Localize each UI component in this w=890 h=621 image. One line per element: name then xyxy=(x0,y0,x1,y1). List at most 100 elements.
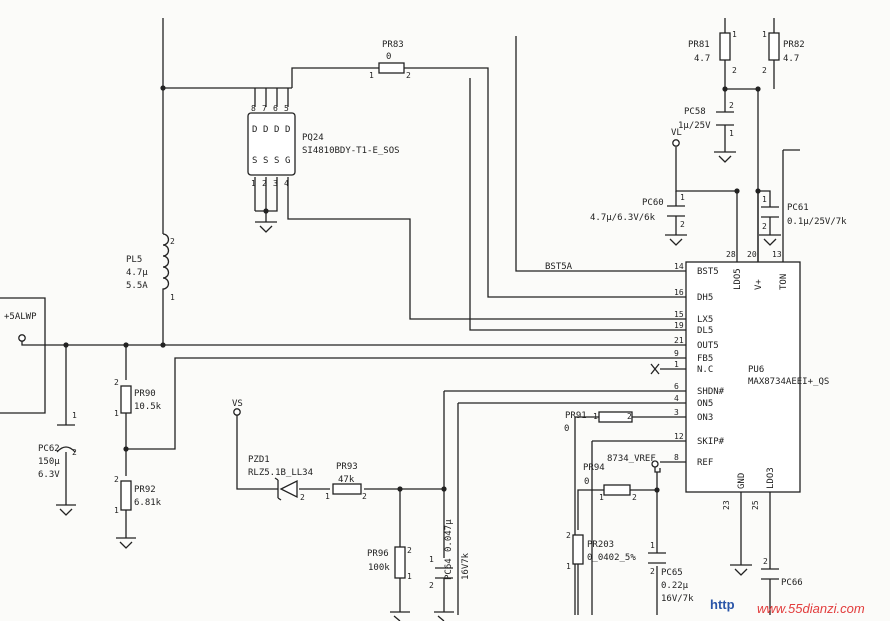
pq24-part: SI4810BDY-T1-E_SOS xyxy=(302,146,400,156)
pr91-value: 0 xyxy=(564,424,569,434)
pc65-pin1: 1 xyxy=(650,541,655,550)
resistor-pr94: PR94 0 1 2 xyxy=(583,463,637,502)
pq24-pin-4: 4 xyxy=(284,179,289,188)
pzd1-ref: PZD1 xyxy=(248,455,270,465)
pq24-s3: S xyxy=(274,156,279,166)
pr91-pin2: 2 xyxy=(627,412,632,421)
pc61-value: 0.1μ/25V/7k xyxy=(787,217,847,227)
pr90-pin2: 2 xyxy=(114,378,119,387)
capacitor-pc61: PC61 0.1μ/25V/7k 1 2 xyxy=(759,195,847,246)
ic-bottom-pin-25-number: 25 xyxy=(751,500,760,510)
ic-pin-8-name: REF xyxy=(697,458,713,468)
pc62-value2: 6.3V xyxy=(38,470,60,480)
ic-top-pin-28-name: LDO5 xyxy=(733,268,743,290)
capacitor-pc64: 1 2 PC64 0.047μ 16V7k xyxy=(429,519,471,621)
pc58-pin1: 1 xyxy=(729,129,734,138)
pr82-ref: PR82 xyxy=(783,40,805,50)
pc64-pin2: 2 xyxy=(429,581,434,590)
pr96-value: 100k xyxy=(368,563,390,573)
pq24-pin-3: 3 xyxy=(273,179,278,188)
wires xyxy=(0,18,800,615)
pc62-ref: PC62 xyxy=(38,444,60,454)
ic-pin-9-name: FB5 xyxy=(697,354,713,364)
pc60-value: 4.7μ/6.3V/6k xyxy=(590,213,656,223)
pq24-d3: D xyxy=(274,125,279,135)
pq24-d2: D xyxy=(263,125,268,135)
pr93-value: 47k xyxy=(338,475,355,485)
pc58-ref: PC58 xyxy=(684,107,706,117)
watermark-prefix: http xyxy=(710,597,735,612)
ic-top-pin-20-name: V+ xyxy=(754,279,764,290)
pc65-ref: PC65 xyxy=(661,568,683,578)
pq24-g: G xyxy=(285,156,290,166)
pr81-value: 4.7 xyxy=(694,54,710,64)
pr94-pin2: 2 xyxy=(632,493,637,502)
resistor-pr81: PR81 4.7 1 2 xyxy=(688,30,737,75)
mosfet-pq24: 8 7 6 5 D D D D S S S G 1 2 3 4 PQ24 SI4… xyxy=(247,104,400,188)
ground-ic xyxy=(730,564,752,576)
pr92-pin1: 1 xyxy=(114,506,119,515)
plus5alwp-label: +5ALWP xyxy=(4,312,37,322)
pr96-ref: PR96 xyxy=(367,549,389,559)
watermark: http www.55dianzi.com xyxy=(710,597,865,616)
ic-top-pin-28-number: 28 xyxy=(726,250,736,259)
pr83-ref: PR83 xyxy=(382,40,404,50)
resistor-pr91: PR91 0 1 2 xyxy=(564,411,633,434)
pr82-pin2: 2 xyxy=(762,66,767,75)
ic-pin-1-name: N.C xyxy=(697,365,713,375)
pr92-pin2: 2 xyxy=(114,475,119,484)
ic-pin-19-number: 19 xyxy=(674,321,684,330)
capacitor-pc60: PC60 4.7μ/6.3V/6k 1 2 xyxy=(590,193,687,246)
net-vl: VL xyxy=(671,128,682,147)
capacitor-pc62: 1 2 PC62 150μ 6.3V xyxy=(38,411,77,516)
pr82-value: 4.7 xyxy=(783,54,799,64)
pr92-value: 6.81k xyxy=(134,498,162,508)
resistor-pr93: PR93 47k 1 2 xyxy=(325,462,367,501)
resistor-pr82: PR82 4.7 1 2 xyxy=(762,30,805,75)
resistor-pr96: PR96 100k 2 1 xyxy=(367,546,412,621)
pr83-pin2: 2 xyxy=(406,71,411,80)
pl5-ref: PL5 xyxy=(126,255,142,265)
ic-pin-4-name: ON5 xyxy=(697,399,713,409)
pr81-pin2: 2 xyxy=(732,66,737,75)
ic-pin-6-name: SHDN# xyxy=(697,387,725,397)
ic-pin-16-name: DH5 xyxy=(697,293,713,303)
ic-pin-8-number: 8 xyxy=(674,453,679,462)
pq24-pin-5: 5 xyxy=(284,104,289,113)
ic-pin-19-name: DL5 xyxy=(697,326,713,336)
inductor-pl5: PL5 4.7μ 5.5A 2 1 xyxy=(126,233,175,302)
pl5-pin2: 2 xyxy=(170,237,175,246)
pr90-value: 10.5k xyxy=(134,402,162,412)
capacitor-pc58: PC58 1μ/25V 2 1 xyxy=(678,101,736,163)
pr203-pin2: 2 xyxy=(566,531,571,540)
pr93-pin2: 2 xyxy=(362,492,367,501)
ic-pin-12-number: 12 xyxy=(674,432,684,441)
ic-pin-14-number: 14 xyxy=(674,262,684,271)
ic-pin-21-number: 21 xyxy=(674,336,684,345)
pr82-pin1: 1 xyxy=(762,30,767,39)
ic-pin-15-name: LX5 xyxy=(697,315,713,325)
net-vs: VS xyxy=(232,399,243,416)
pc58-value: 1μ/25V xyxy=(678,121,711,131)
pc58-pin2: 2 xyxy=(729,101,734,110)
pq24-pin-6: 6 xyxy=(273,104,278,113)
pc66-ref: PC66 xyxy=(781,578,803,588)
pr94-pin1: 1 xyxy=(599,493,604,502)
ic-pin-3-number: 3 xyxy=(674,408,679,417)
ic-pin-21-name: OUT5 xyxy=(697,341,719,351)
pc60-pin1: 1 xyxy=(680,193,685,202)
ic-pin-12-name: SKIP# xyxy=(697,437,725,447)
ic-bottom-pin-23-name: GND xyxy=(737,473,747,489)
pu6-ref: PU6 xyxy=(748,365,764,375)
pr83-value: 0 xyxy=(386,52,391,62)
pc64-ref: PC64 xyxy=(444,558,454,580)
pr81-pin1: 1 xyxy=(732,30,737,39)
resistor-pr92: PR92 6.81k 2 1 xyxy=(114,475,162,549)
pq24-d4: D xyxy=(285,125,290,135)
ic-pin-9-number: 9 xyxy=(674,349,679,358)
pr83-pin1: 1 xyxy=(369,71,374,80)
pr91-pin1: 1 xyxy=(593,412,598,421)
vref-label: 8734_VREF xyxy=(607,454,656,464)
